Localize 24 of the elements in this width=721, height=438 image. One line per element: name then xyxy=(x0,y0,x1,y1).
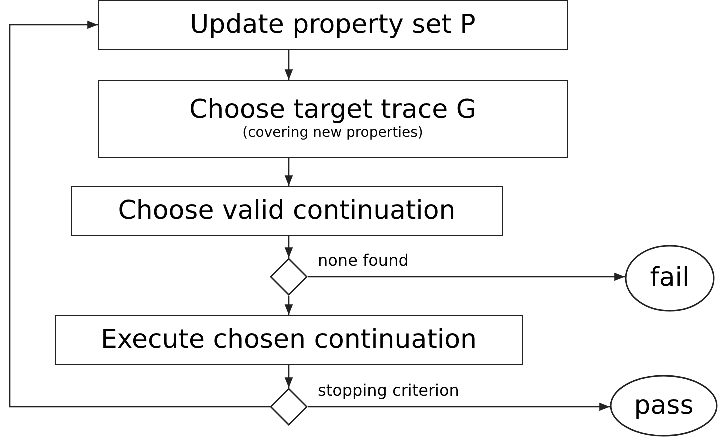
arrow xyxy=(284,50,294,80)
node-label: Update property set P xyxy=(190,10,476,40)
arrow xyxy=(308,402,610,412)
arrow xyxy=(284,365,294,388)
arrow xyxy=(9,20,270,408)
edge-label: stopping criterion xyxy=(316,381,462,400)
process-box xyxy=(55,315,523,365)
arrow xyxy=(284,158,294,186)
node-label: Choose target trace G xyxy=(189,96,477,125)
arrow xyxy=(284,296,294,315)
process-box xyxy=(71,186,503,236)
node-sublabel: (covering new properties) xyxy=(242,124,424,142)
terminal-ellipse xyxy=(610,375,718,437)
decision-diamond xyxy=(270,258,308,296)
node-label: Choose valid continuation xyxy=(118,196,456,226)
arrow xyxy=(284,236,294,258)
arrow xyxy=(308,272,625,282)
process-box xyxy=(98,80,568,158)
process-box xyxy=(98,0,568,50)
terminal-ellipse xyxy=(625,245,715,312)
node-label: fail xyxy=(650,264,690,293)
node-label: pass xyxy=(634,392,694,420)
node-label: Execute chosen continuation xyxy=(101,326,477,354)
decision-diamond xyxy=(270,388,308,426)
